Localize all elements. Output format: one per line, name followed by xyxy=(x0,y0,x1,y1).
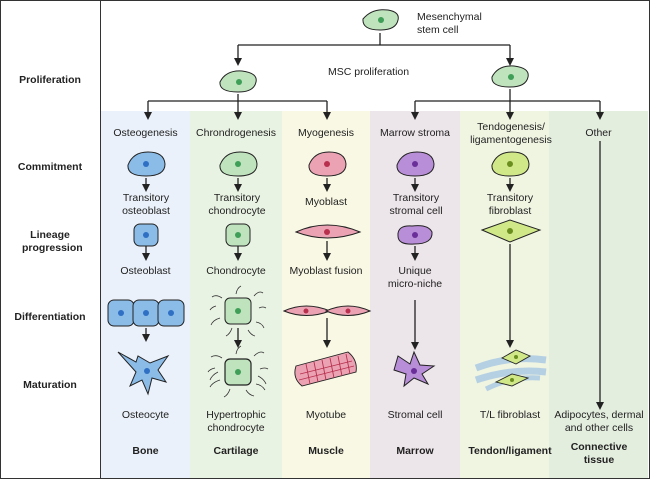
cartilage-commit-cell xyxy=(219,151,258,177)
marrow-transitory-label: Transitory stromal cell xyxy=(389,192,443,217)
stage-lineage-progression: Lineage progression xyxy=(22,229,83,254)
tendon-commit-cell xyxy=(491,151,530,177)
proliferation-label: MSC proliferation xyxy=(328,66,410,78)
connective-commit-label: Other xyxy=(585,127,612,139)
marrow-commit-label: Marrow stroma xyxy=(379,127,450,139)
cartilage-differentiation-cell xyxy=(209,285,267,337)
tendon-commit-label: Tendogenesis/ ligamentogenesis xyxy=(470,121,552,146)
marrow-mature-label: Stromal cell xyxy=(387,409,443,421)
muscle-mature-label: Myotube xyxy=(305,409,347,421)
muscle-progression-label: Myoblast fusion xyxy=(289,265,363,277)
cartilage-tissue-label: Cartilage xyxy=(213,445,259,457)
bone-transitory-label: Transitory osteoblast xyxy=(122,192,170,217)
muscle-commit-cell xyxy=(308,151,347,177)
msc-cell-root xyxy=(362,9,399,31)
root-label-line1: Mesenchymal xyxy=(417,11,482,23)
tree-lines xyxy=(144,33,604,120)
root-label-line2: stem cell xyxy=(417,24,459,36)
stage-proliferation: Proliferation xyxy=(19,74,81,86)
bone-tissue-label: Bone xyxy=(132,445,159,457)
stage-maturation: Maturation xyxy=(23,379,77,391)
marrow-progression-label: Unique micro-niche xyxy=(387,265,443,290)
connective-mature-label: Adipocytes, dermal and other cells xyxy=(554,409,644,434)
bone-commit-cell xyxy=(127,151,166,177)
marrow-transitory-cell xyxy=(397,225,433,245)
cartilage-chondrocyte-cell xyxy=(225,223,251,247)
tendon-transitory-label: Transitory fibroblast xyxy=(486,192,534,217)
cartilage-mature-label: Hypertrophic chondrocyte xyxy=(206,409,266,434)
marrow-tissue-label: Marrow xyxy=(396,445,434,457)
bone-osteoblast-row xyxy=(107,299,185,327)
cartilage-hypertrophic-cell xyxy=(207,345,269,398)
stage-differentiation: Differentiation xyxy=(14,311,86,323)
tendon-tissue-label: Tendon/ligament xyxy=(468,445,552,457)
cartilage-progression-label: Chondrocyte xyxy=(206,265,266,277)
marrow-stromal-cell xyxy=(393,350,436,388)
tendon-mature-label: T/L fibroblast xyxy=(479,409,541,421)
msc-cell-right xyxy=(491,65,529,88)
stage-commitment: Commitment xyxy=(17,161,83,173)
column-arrows xyxy=(142,141,604,410)
bone-osteoblast-cell xyxy=(133,223,159,247)
muscle-fusion-cells xyxy=(282,305,372,316)
muscle-myotube xyxy=(294,351,357,387)
stage-divider xyxy=(100,0,101,479)
muscle-transitory-label: Myoblast xyxy=(304,196,347,208)
bg-connective xyxy=(549,111,648,478)
muscle-tissue-label: Muscle xyxy=(308,445,344,457)
bone-progression-label: Osteoblast xyxy=(120,265,171,277)
bone-osteocyte-cell xyxy=(117,351,170,396)
bone-commit-label: Osteogenesis xyxy=(113,127,178,139)
cartilage-commit-label: Chrondrogenesis xyxy=(196,127,276,139)
tendon-tl-fibroblast xyxy=(474,349,547,392)
bone-mature-label: Osteocyte xyxy=(121,409,170,421)
marrow-commit-cell xyxy=(396,151,435,177)
cartilage-transitory-label: Transitory chondrocyte xyxy=(208,192,266,217)
tendon-fibroblast-cell xyxy=(480,219,542,243)
muscle-myoblast-cell xyxy=(294,224,362,239)
msc-cell-left xyxy=(219,70,257,93)
connective-tissue-label: Connective tissue xyxy=(570,441,628,466)
muscle-commit-label: Myogenesis xyxy=(297,127,355,139)
